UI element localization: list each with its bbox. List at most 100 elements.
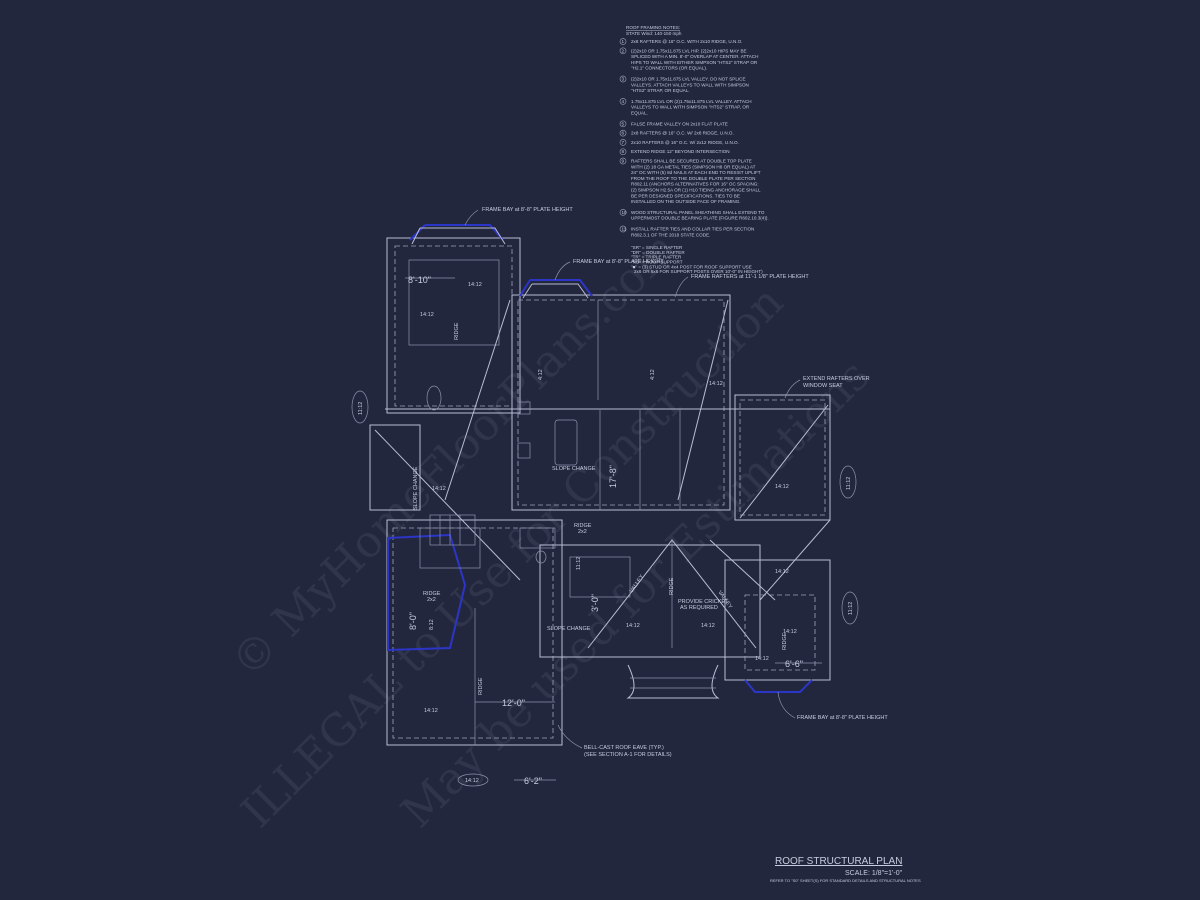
pitch-label: 4:12 bbox=[538, 369, 544, 380]
note-number: 11 bbox=[622, 227, 627, 232]
pitch-label: 4:12 bbox=[650, 369, 656, 380]
callout-frame-rafters: FRAME RAFTERS at 11'-1 1/8" PLATE HEIGHT bbox=[691, 274, 809, 280]
note-text: (2)2x10 OR 1.75x11.875 LVL VALLEY. DO NO… bbox=[631, 77, 746, 82]
slope-change-label: SLOPE CHANGE bbox=[413, 466, 419, 510]
pitch-label: 14:12 bbox=[468, 282, 482, 288]
dimension-8-10: 8'-10" bbox=[408, 275, 431, 285]
callout-frame-bay-top-left: FRAME BAY at 8'-8" PLATE HEIGHT bbox=[482, 207, 573, 213]
note-text: 2x8 RAFTERS @ 16" O.C. W/ 2x8 RIDGE, U.N… bbox=[631, 131, 734, 136]
note-text: VALLEYS TO WALL WITH SIMPSON "HTS2" STRA… bbox=[631, 105, 750, 110]
callouts: FRAME BAY at 8'-8" PLATE HEIGHT FRAME BA… bbox=[413, 207, 888, 758]
note-text: EXTEND RIDGE 12" BEYOND INTERSECTION bbox=[631, 149, 730, 154]
note-text: (2)2x10 OR 1.75x11.875 LVL HIP. (2)2x10 … bbox=[631, 48, 747, 53]
note-number: 7 bbox=[622, 140, 625, 145]
note-text: 1.75x11.875 LVL OR (2)1.75x11.875 LVL VA… bbox=[631, 99, 752, 104]
drawing-scale: SCALE: 1/8"=1'-0" bbox=[845, 870, 903, 877]
notes-subtitle: STATE Wind: 140-150 mph bbox=[626, 31, 682, 36]
note-number-circle bbox=[619, 148, 627, 156]
note-text: INSTALLED ON THE OUTSIDE FACE OF FRAMING… bbox=[631, 199, 741, 204]
pitch-label: 14:12 bbox=[775, 569, 789, 575]
note-text: R802.11 (ANCHORS ALTERNATIVES FOR 16" OC… bbox=[631, 182, 759, 187]
note-number-circle bbox=[619, 120, 627, 128]
note-number: 2 bbox=[622, 48, 625, 53]
note-text: RAFTERS SHALL BE SECURED AT DOUBLE TOP P… bbox=[631, 159, 752, 164]
note-number: 10 bbox=[622, 210, 628, 215]
note-number-circle bbox=[619, 157, 627, 165]
legend-entry: "■" = (3) STUD OR 4x4 POST FOR ROOF SUPP… bbox=[631, 264, 752, 269]
slope-change-label: SLOPE CHANGE bbox=[552, 466, 596, 472]
note-text: 2x10 RAFTERS @ 16" O.C. W/ 2x12 RIDGE, U… bbox=[631, 140, 739, 145]
note-number-circle bbox=[619, 225, 627, 233]
cooktop-icon bbox=[517, 442, 531, 459]
note-number: 9 bbox=[622, 159, 625, 164]
floor-plan-outline bbox=[369, 224, 831, 746]
legend-entry: 2x6 OR 6x6 FOR SUPPORT POSTS OVER 10'-0"… bbox=[634, 269, 763, 274]
pitch-label: 11:12 bbox=[848, 602, 854, 615]
range-icon bbox=[517, 401, 531, 415]
callout-extend-rafters-2: WINDOW SEAT bbox=[803, 383, 843, 389]
pitch-label: 11:12 bbox=[358, 402, 364, 415]
note-text: WITH (2) 18 GA METAL TIES (SIMPSON H8 OR… bbox=[631, 164, 756, 169]
callout-bellcast-2: (SEE SECTION A-1 FOR DETAILS) bbox=[584, 752, 672, 758]
drawing-title: ROOF STRUCTURAL PLAN bbox=[775, 856, 902, 867]
callout-bellcast-1: BELL-CAST ROOF EAVE (TYP.) bbox=[584, 745, 664, 751]
callout-frame-bay-center: FRAME BAY at 8'-8" PLATE HEIGHT bbox=[573, 259, 664, 265]
note-number: 5 bbox=[622, 121, 625, 126]
note-number-circle bbox=[619, 75, 627, 83]
notes-title: ROOF FRAMING NOTES: bbox=[626, 25, 680, 30]
bathtub-icon bbox=[426, 385, 442, 411]
pitch-label: 14:12 bbox=[465, 778, 479, 784]
dimension-17-8: 17'-8" bbox=[608, 465, 618, 488]
roof-framing-notes: ROOF FRAMING NOTES: STATE Wind: 140-150 … bbox=[619, 25, 769, 274]
legend-entry: "TR" = TRIPLE RAFTER bbox=[631, 255, 682, 260]
note-number: 8 bbox=[622, 149, 625, 154]
drawing-reference-note: REFER TO "S0" SHEET(S) FOR STANDARD DETA… bbox=[770, 878, 921, 883]
note-text: UPPERMOST DOUBLE BEARING PLATE (FIGURE R… bbox=[631, 216, 769, 221]
dimension-12-0: 12'-0" bbox=[502, 698, 525, 708]
note-text: EQUAL. bbox=[631, 111, 648, 116]
pitch-label: 14:12 bbox=[709, 381, 723, 387]
note-text: FALSE FRAME VALLEY ON 2x10 FLAT PLATE bbox=[631, 121, 728, 126]
pitch-label: 14:12 bbox=[775, 484, 789, 490]
note-text: HIPS TO WALL WITH EITHER SIMPSON "HTS2" … bbox=[631, 60, 758, 65]
note-number-circle bbox=[619, 98, 627, 105]
callout-cricket-2: AS REQUIRED bbox=[680, 605, 718, 611]
dimension-6-6: 6'-6" bbox=[785, 659, 803, 669]
note-text: R802.3.1 OF THE 2018 STATE CODE. bbox=[631, 232, 710, 237]
note-number-circle bbox=[619, 209, 627, 216]
note-number: 1 bbox=[622, 39, 625, 44]
pitch-label: 14:12 bbox=[424, 708, 438, 714]
ridge-label: RIDGE bbox=[423, 591, 441, 597]
note-number: 6 bbox=[622, 131, 625, 136]
note-text: SPLICED WITH A MIN. 8'-0" OVERLAP AT CEN… bbox=[631, 54, 758, 59]
toilet-icon bbox=[535, 550, 547, 564]
pitch-label: 14:12 bbox=[626, 623, 640, 629]
dimension-6-2: 6'-2" bbox=[524, 776, 542, 786]
note-text: "H2.1" CONNECTORS (OR EQUAL). bbox=[631, 66, 707, 71]
legend-entry: "DR" = DOUBLE RAFTER bbox=[631, 250, 685, 255]
shower-icon bbox=[519, 527, 556, 549]
legend-entry: "SR" = SINGLE RAFTER bbox=[631, 245, 683, 250]
note-number-circle bbox=[619, 139, 627, 146]
pitch-label: 14:12 bbox=[755, 656, 769, 662]
pitch-label: 11:12 bbox=[846, 477, 852, 490]
title-block: ROOF STRUCTURAL PLAN SCALE: 1/8"=1'-0" R… bbox=[770, 856, 921, 883]
note-text: FROM THE ROOF TO THE DOUBLE PLATE PER SE… bbox=[631, 176, 755, 181]
pitch-label: 14:12 bbox=[420, 312, 434, 318]
legend-entry: "RS" = ROOF SUPPORT bbox=[631, 260, 683, 265]
note-text: BE PER DESIGNED SPECIFICATIONS. TIES TO … bbox=[631, 193, 740, 198]
note-number: 4 bbox=[622, 99, 625, 104]
note-text: INSTALL RAFTER TIES AND COLLAR TIES PER … bbox=[631, 227, 754, 232]
pitch-label: 14:12 bbox=[701, 623, 715, 629]
ridge-label: RIDGE bbox=[454, 322, 460, 340]
note-text: 2x8 RAFTERS @ 16" O.C. WITH 2x10 RIDGE, … bbox=[631, 39, 742, 44]
note-number-circle bbox=[619, 38, 627, 45]
pitch-label: 14:12 bbox=[783, 629, 797, 635]
ridge-size-label: 2x2 bbox=[578, 529, 587, 535]
note-text: WOOD STRUCTURAL PANEL SHEATHING SHALL EX… bbox=[631, 210, 765, 215]
kitchen-island bbox=[554, 419, 578, 466]
dimensions: 8'-10" 12'-0" 6'-2" 6'-6" 8'-0" 17'-8" 3… bbox=[405, 275, 822, 786]
ridge-label: RIDGE bbox=[782, 632, 788, 650]
note-number-circle bbox=[619, 47, 627, 55]
note-number-circle bbox=[619, 129, 627, 137]
